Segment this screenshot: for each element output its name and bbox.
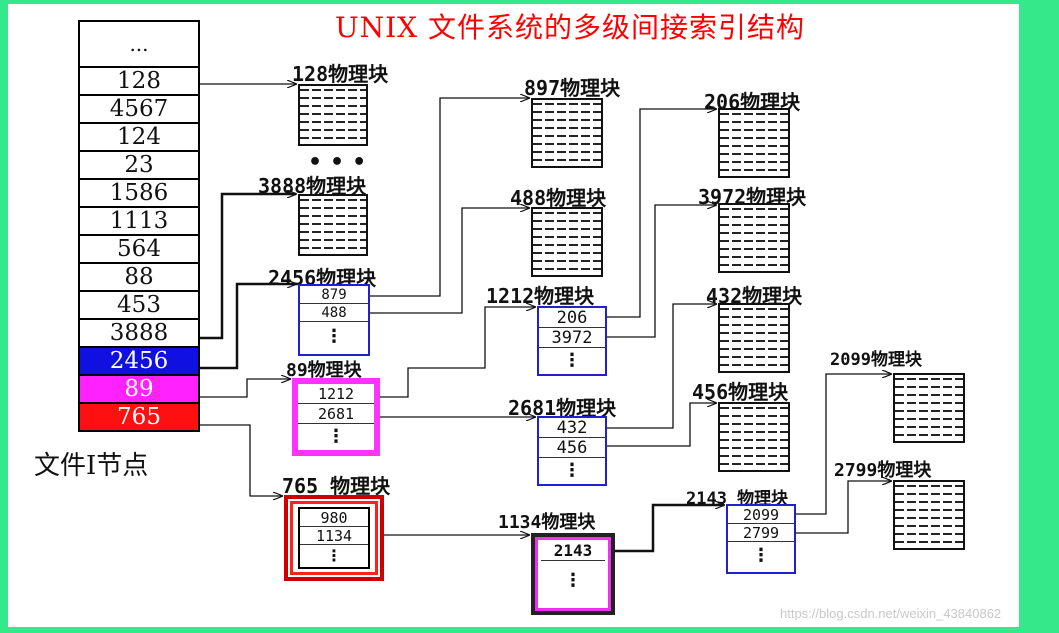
arrow-2456 <box>200 284 296 370</box>
inode-cell-2456: 2456 <box>78 348 200 376</box>
diagram-title: UNIX 文件系统的多级间接索引结构 <box>335 11 805 44</box>
inode-cell-564: 564 <box>78 236 200 264</box>
index-block-1134-inner: 2143 ⋮ <box>541 541 605 601</box>
inode-cell-3888: 3888 <box>78 320 200 348</box>
arrow-2799 <box>796 481 891 534</box>
arrow-488 <box>370 208 529 314</box>
inode-cell-88: 88 <box>78 264 200 292</box>
index-more: ⋮ <box>326 546 342 565</box>
index-block-1134: 2143 ⋮ <box>531 533 615 615</box>
arrow-765 <box>200 424 282 496</box>
index-block-1212: 206 3972 ⋮ <box>537 306 607 376</box>
index-more: ⋮ <box>564 570 582 591</box>
arrow-432 <box>607 304 716 429</box>
arrow-3888 <box>200 194 296 340</box>
block-label-2799: 2799物理块 <box>834 460 932 481</box>
index-entry-206: 206 <box>539 308 605 328</box>
block-label-897: 897物理块 <box>524 76 621 100</box>
index-label-765: 765 物理块 <box>282 474 391 498</box>
index-entry-2143: 2143 <box>541 541 605 561</box>
arrow-89 <box>200 379 290 398</box>
data-block-456 <box>718 402 790 472</box>
inode-label: 文件I节点 <box>34 451 149 481</box>
block-label-2099: 2099物理块 <box>830 350 922 370</box>
data-block-488 <box>531 207 603 277</box>
inode-cell-1113: 1113 <box>78 208 200 236</box>
index-label-1212: 1212物理块 <box>486 284 595 308</box>
watermark: https://blog.csdn.net/weixin_43840862 <box>780 606 1002 621</box>
data-block-3888 <box>298 194 368 256</box>
index-entry-2799: 2799 <box>728 524 794 542</box>
inode-cell-765: 765 <box>78 404 200 432</box>
data-block-2099 <box>893 373 965 443</box>
index-more: ⋮ <box>327 426 345 447</box>
index-entry-2681: 2681 <box>298 404 374 424</box>
index-entry-488: 488 <box>300 304 368 322</box>
data-block-432 <box>718 303 790 373</box>
index-block-765: 980 1134 ⋮ <box>284 495 384 581</box>
index-entry-2099: 2099 <box>728 506 794 524</box>
inode-cell-128: 128 <box>78 68 200 96</box>
data-block-897 <box>531 98 603 168</box>
index-entry-432: 432 <box>539 418 605 438</box>
index-label-1134: 1134物理块 <box>498 512 596 533</box>
data-block-3972 <box>718 203 790 273</box>
inode-cell-89: 89 <box>78 376 200 404</box>
index-more: ⋮ <box>325 326 343 347</box>
inode-table: ... 128 4567 124 23 1586 1113 564 88 453… <box>78 20 200 432</box>
index-entry-456: 456 <box>539 438 605 458</box>
index-entry-1212: 1212 <box>298 384 374 404</box>
index-entry-879: 879 <box>300 286 368 304</box>
arrow-456 <box>607 403 716 447</box>
index-block-2681: 432 456 ⋮ <box>537 416 607 486</box>
inode-cell-4567: 4567 <box>78 96 200 124</box>
arrow-879 <box>370 98 529 297</box>
index-block-765-inner: 980 1134 ⋮ <box>298 507 370 569</box>
index-block-2143: 2099 2799 ⋮ <box>726 504 796 574</box>
index-block-2456: 879 488 ⋮ <box>298 284 370 356</box>
data-block-128 <box>298 84 368 146</box>
index-entry-980: 980 <box>300 509 368 527</box>
inode-cell-ellipsis: ... <box>78 20 200 68</box>
data-block-2799 <box>893 480 965 550</box>
data-block-206 <box>718 108 790 178</box>
index-label-89: 89物理块 <box>286 360 362 381</box>
inode-cell-124: 124 <box>78 124 200 152</box>
arrow-3972 <box>607 205 716 338</box>
index-block-89: 1212 2681 ⋮ <box>292 378 380 456</box>
index-more: ⋮ <box>563 350 581 371</box>
ellipsis-dots: ••• <box>308 150 375 175</box>
arrow-1212 <box>380 307 535 398</box>
index-more: ⋮ <box>563 460 581 481</box>
inode-cell-453: 453 <box>78 292 200 320</box>
index-entry-3972: 3972 <box>539 328 605 348</box>
inode-cell-1586: 1586 <box>78 180 200 208</box>
arrow-2099 <box>796 374 891 515</box>
index-more: ⋮ <box>752 545 770 566</box>
arrow-206 <box>607 109 716 318</box>
inode-cell-23: 23 <box>78 152 200 180</box>
block-label-128: 128物理块 <box>292 62 389 86</box>
arrow-2143 <box>615 505 724 553</box>
index-entry-1134: 1134 <box>300 527 368 545</box>
